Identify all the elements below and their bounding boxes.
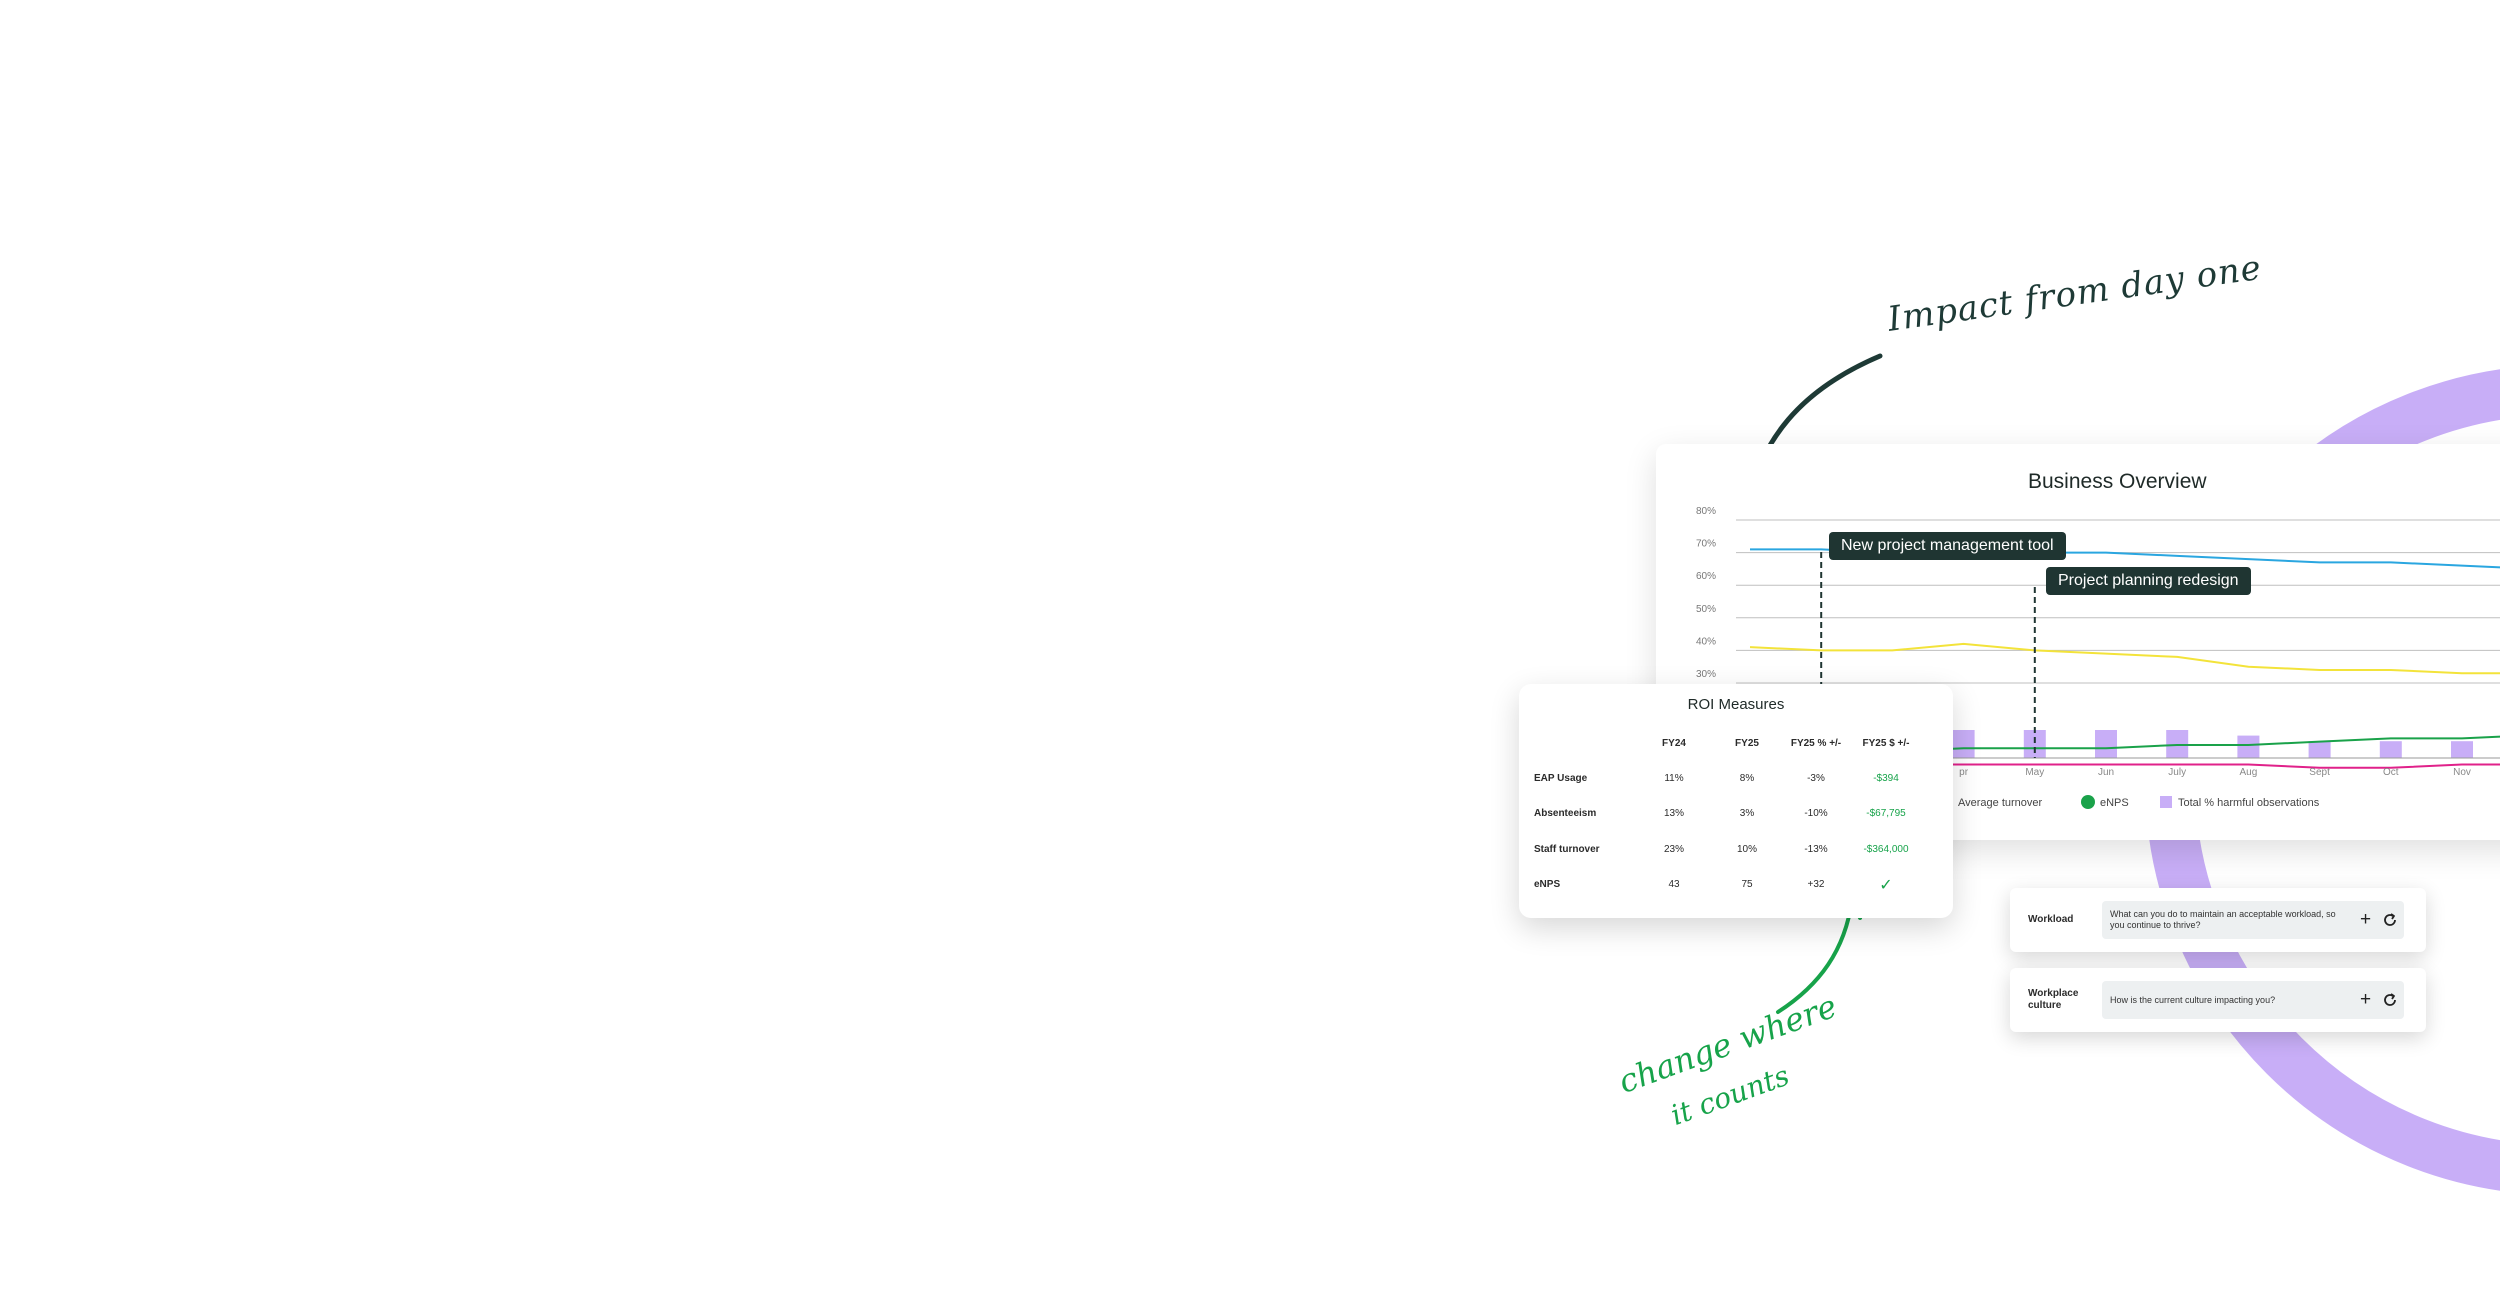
- harmful-observations-bar: [2237, 735, 2260, 758]
- y-tick-label: 80%: [1696, 506, 1716, 517]
- roi-row-label: Staff turnover: [1534, 844, 1600, 855]
- roi-cell: -$364,000: [1863, 844, 1909, 855]
- legend-swatch: [2160, 796, 2172, 808]
- prompt-input[interactable]: What can you do to maintain an acceptabl…: [2102, 901, 2404, 939]
- harmful-observations-bar: [2023, 730, 2046, 758]
- prompt-question: What can you do to maintain an acceptabl…: [2110, 909, 2336, 930]
- add-icon[interactable]: +: [2360, 989, 2372, 1010]
- prompt-card-workload: Workload What can you do to maintain an …: [2010, 888, 2426, 952]
- y-tick-label: 30%: [1696, 669, 1716, 680]
- prompt-input[interactable]: How is the current culture impacting you…: [2102, 981, 2404, 1019]
- check-icon: ✓: [1879, 877, 1893, 894]
- legend-label: Total % harmful observations: [2178, 797, 2320, 809]
- x-tick-label: pr: [1959, 767, 1969, 778]
- prompt-label: Workload: [2028, 914, 2074, 925]
- add-icon[interactable]: +: [2360, 909, 2372, 930]
- roi-title: ROI Measures: [1687, 696, 1785, 713]
- event-tooltip-new-tool: New project management tool: [1829, 532, 2066, 560]
- x-tick-label: Sept: [2309, 767, 2330, 778]
- series-line-1: [1749, 642, 2500, 675]
- roi-cell: -13%: [1804, 844, 1828, 855]
- roi-header-dollar: FY25 $ +/-: [1862, 738, 1910, 749]
- roi-cell: 8%: [1739, 773, 1755, 784]
- roi-cell: 75: [1741, 879, 1753, 890]
- roi-row-label: Absenteeism: [1534, 808, 1597, 819]
- y-tick-label: 70%: [1696, 539, 1716, 550]
- harmful-observations-bar: [2095, 730, 2117, 758]
- roi-cell: 43: [1668, 879, 1680, 890]
- x-tick-label: Oct: [2383, 767, 2399, 778]
- x-tick-label: July: [2168, 767, 2186, 778]
- event-tooltip-planning-redesign: Project planning redesign: [2046, 567, 2251, 595]
- x-tick-label: May: [2025, 767, 2044, 778]
- legend-swatch: [2081, 795, 2095, 809]
- roi-row-label: EAP Usage: [1534, 773, 1588, 784]
- roi-cell: 23%: [1663, 844, 1685, 855]
- roi-cell: -3%: [1807, 773, 1825, 784]
- roi-cell: 3%: [1739, 808, 1755, 819]
- refresh-icon[interactable]: [2382, 912, 2398, 928]
- roi-cell: 13%: [1663, 808, 1685, 819]
- legend-label: eNPS: [2100, 797, 2129, 809]
- y-tick-label: 60%: [1696, 571, 1716, 582]
- harmful-observations-bar: [2379, 741, 2402, 758]
- roi-cell: -$67,795: [1866, 808, 1906, 819]
- harmful-observations-bar: [2451, 741, 2473, 758]
- roi-cell: -10%: [1804, 808, 1828, 819]
- roi-header-fy25: FY25: [1735, 738, 1759, 749]
- business-overview-title: Business Overview: [2028, 470, 2207, 493]
- harmful-observations-bar: [2308, 741, 2331, 758]
- x-tick-label: Jun: [2098, 767, 2114, 778]
- roi-header-fy24: FY24: [1662, 738, 1686, 749]
- prompt-label: Workplace culture: [2028, 988, 2079, 1011]
- roi-row-label: eNPS: [1534, 879, 1561, 890]
- refresh-icon[interactable]: [2382, 992, 2398, 1008]
- y-tick-label: 50%: [1696, 604, 1716, 615]
- x-tick-label: Aug: [2240, 767, 2258, 778]
- roi-cell: 11%: [1664, 773, 1684, 784]
- legend-label: Average turnover: [1958, 797, 2043, 809]
- roi-cell: +32: [1807, 879, 1825, 890]
- x-tick-label: Nov: [2453, 767, 2471, 778]
- harmful-observations-bar: [1952, 730, 1975, 758]
- roi-measures-card: ROI Measures FY24 FY25 FY25 % +/- FY25 $…: [1519, 684, 1953, 918]
- prompt-card-workplace-culture: Workplace culture How is the current cul…: [2010, 968, 2426, 1032]
- prompt-question: How is the current culture impacting you…: [2110, 995, 2276, 1005]
- roi-cell: -$394: [1873, 773, 1899, 784]
- roi-cell: 10%: [1736, 844, 1758, 855]
- roi-header-pct: FY25 % +/-: [1790, 738, 1842, 749]
- y-tick-label: 40%: [1696, 636, 1716, 647]
